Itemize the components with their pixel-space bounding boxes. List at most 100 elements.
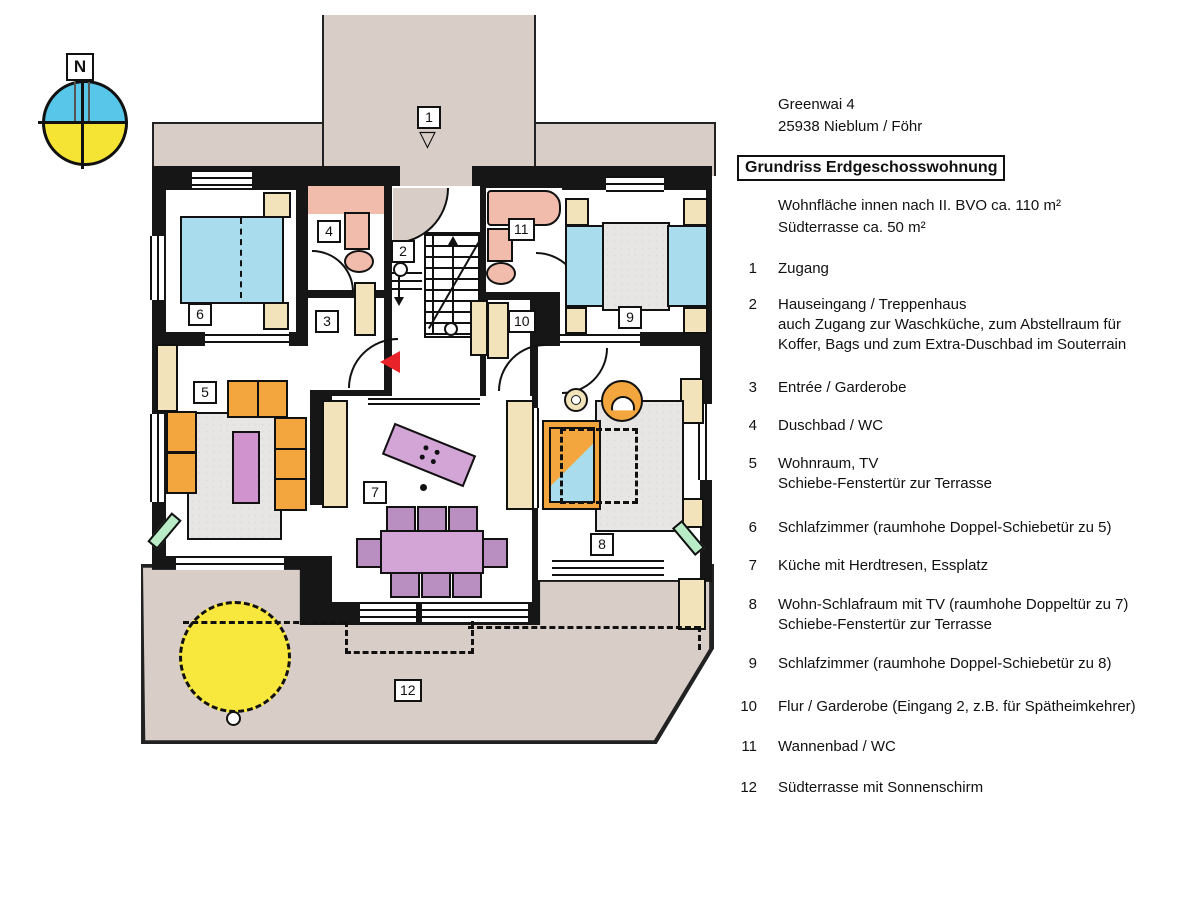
stair-up-line	[452, 244, 454, 328]
legend-number: 2	[748, 296, 757, 313]
stair-start-circle	[444, 322, 458, 336]
floor-dot	[420, 484, 427, 491]
round-chair-seat	[611, 396, 635, 411]
legend-text: Hauseingang / Treppenhaus	[778, 296, 967, 313]
plan-label-3: 3	[315, 310, 339, 333]
legend-item-7: 7 Küche mit Herdtresen, Essplatz	[731, 556, 1200, 576]
address-block: Greenwai 4 25938 Nieblum / Föhr	[778, 94, 922, 138]
plan-label-8: 8	[590, 533, 614, 556]
legend-item-10: 10 Flur / Garderobe (Eingang 2, z.B. für…	[731, 697, 1200, 717]
sofa-top	[227, 380, 288, 418]
legend-number: 8	[748, 596, 757, 613]
wc-room4	[344, 250, 374, 273]
nightstand	[565, 198, 589, 226]
round-chair	[601, 380, 643, 422]
dining-chair	[390, 572, 420, 598]
compass-axis-horizontal	[38, 121, 128, 124]
area-line: Wohnfläche innen nach II. BVO ca. 110 m²	[778, 197, 1061, 214]
wardrobe-room10	[487, 302, 509, 359]
legend-item-4: 4 Duschbad / WC	[731, 416, 1200, 436]
burner-dot	[418, 453, 426, 461]
entrance-opening	[400, 166, 472, 188]
rug-room9	[602, 222, 670, 311]
wardrobe-hall	[470, 300, 488, 356]
terrace-door-room5	[176, 556, 284, 570]
double-bed-room6	[180, 216, 284, 304]
plan-label-2: 2	[391, 240, 415, 263]
compass-needle	[74, 82, 76, 122]
legend-number: 3	[748, 379, 757, 396]
terrace-bench	[678, 578, 706, 630]
legend-item-8: 8 Wohn-Schlafraum mit TV (raumhohe Doppe…	[731, 595, 1200, 635]
plan-label-7: 7	[363, 481, 387, 504]
legend-text: Südterrasse mit Sonnenschirm	[778, 779, 984, 796]
rug-room8	[595, 400, 684, 532]
plan-label-5: 5	[193, 381, 217, 404]
compass-needle	[88, 82, 90, 122]
sliding-door-9-8	[560, 330, 640, 348]
legend-text: Wannenbad / WC	[778, 738, 896, 755]
legend-text: Koffer, Bags und zum Extra-Duschbad im S…	[778, 336, 1127, 353]
legend-number: 9	[748, 655, 757, 672]
cabinet-room5	[156, 344, 178, 412]
terrace-dashed-line	[183, 621, 345, 624]
parasol-pole	[226, 711, 241, 726]
legend-text: Schlafzimmer (raumhohe Doppel-Schiebetür…	[778, 655, 1112, 672]
wardrobe-room3	[354, 282, 376, 336]
legend-text: Duschbad / WC	[778, 417, 884, 434]
legend-item-3: 3 Entrée / Garderobe	[731, 378, 1200, 398]
entry-direction-marker: ▽	[419, 126, 436, 151]
terrace-dashed-line	[698, 626, 701, 650]
address-line: Greenwai 4	[778, 96, 855, 113]
plan-label-11: 11	[508, 218, 535, 241]
legend-item-6: 6 Schlafzimmer (raumhohe Doppel-Schiebet…	[731, 518, 1200, 538]
area-info-block: Wohnfläche innen nach II. BVO ca. 110 m²…	[778, 195, 1061, 239]
window-room6-north	[192, 170, 252, 188]
plan-label-1: 1	[417, 106, 441, 129]
coffee-table	[232, 431, 260, 504]
parasol	[179, 601, 291, 713]
legend-number: 6	[748, 519, 757, 536]
sliding-door-6-5	[205, 330, 289, 348]
dining-table	[380, 530, 484, 574]
plan-label-6: 6	[188, 303, 212, 326]
legend-text: Wohn-Schlafraum mit TV (raumhohe Doppelt…	[778, 596, 1129, 613]
legend-item-1: 1 Zugang	[731, 259, 1200, 279]
burner-dot	[433, 449, 441, 456]
legend-text: Schiebe-Fenstertür zur Terrasse	[778, 475, 992, 492]
legend-text: Flur / Garderobe (Eingang 2, z.B. für Sp…	[778, 698, 1136, 715]
window-room6-west	[150, 236, 164, 300]
nightstand	[683, 198, 708, 226]
legend-text: Schiebe-Fenstertür zur Terrasse	[778, 616, 992, 633]
legend-number: 11	[741, 738, 757, 755]
dining-chair	[452, 572, 482, 598]
shower-cabinet	[344, 212, 370, 250]
stair-railing	[432, 232, 434, 334]
shelf-room8	[680, 498, 704, 528]
wc-room11	[486, 262, 516, 285]
legend-number: 4	[748, 417, 757, 434]
compass-north-label: N	[66, 53, 94, 81]
bed-fold-out-dashed	[560, 428, 638, 504]
sofa-right	[274, 417, 307, 511]
legend-item-12: 12 Südterrasse mit Sonnenschirm	[731, 778, 1200, 798]
legend-number: 12	[740, 779, 757, 796]
terrace-window-kitchen	[360, 602, 528, 622]
nightstand	[263, 302, 289, 330]
counter-pass-through	[368, 396, 480, 408]
page-title: Grundriss Erdgeschosswohnung	[737, 155, 1006, 181]
walk-line	[398, 275, 400, 297]
plan-label-9: 9	[618, 306, 642, 329]
plan-label-12: 12	[394, 679, 422, 702]
dining-chair	[386, 506, 416, 532]
dining-chair	[482, 538, 508, 568]
terrace-door-room8	[552, 560, 664, 578]
side-table-round	[564, 388, 588, 412]
dining-chair	[417, 506, 447, 532]
plan-label-4: 4	[317, 220, 341, 243]
legend-number: 10	[740, 698, 757, 715]
burner-dot	[430, 458, 437, 465]
passage-5-7	[305, 505, 335, 556]
legend-number: 7	[748, 557, 757, 574]
